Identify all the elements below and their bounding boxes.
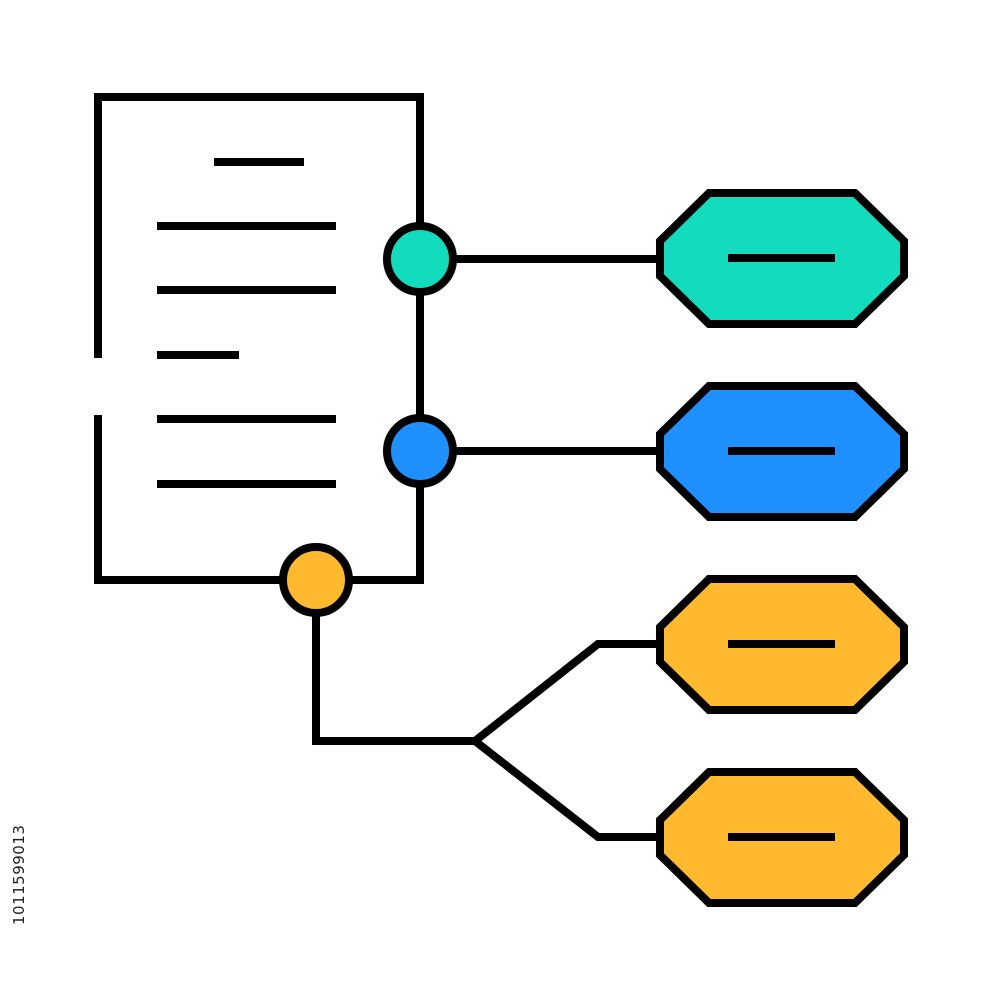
document-outline-lower xyxy=(350,484,424,584)
connectors xyxy=(312,255,660,841)
yellow-tag-lower xyxy=(656,768,908,907)
stock-id-text: 1011599013 xyxy=(10,824,28,925)
connector-yellow-branch-lower xyxy=(472,737,660,841)
document-outline-upper xyxy=(94,93,424,358)
yellow-tag-upper xyxy=(656,575,908,714)
document-outline-bottom-left xyxy=(94,415,282,584)
teal-node xyxy=(383,222,457,296)
stock-id-label: 1011599013 xyxy=(10,765,34,925)
teal-tag xyxy=(656,189,908,328)
blue-tag xyxy=(656,382,908,521)
yellow-node xyxy=(279,543,353,617)
document-icon xyxy=(94,93,424,584)
connector-yellow-stem xyxy=(312,614,475,745)
connector-yellow-branch-upper xyxy=(472,640,660,745)
document-text-lines xyxy=(157,158,336,488)
blue-node xyxy=(383,414,457,488)
